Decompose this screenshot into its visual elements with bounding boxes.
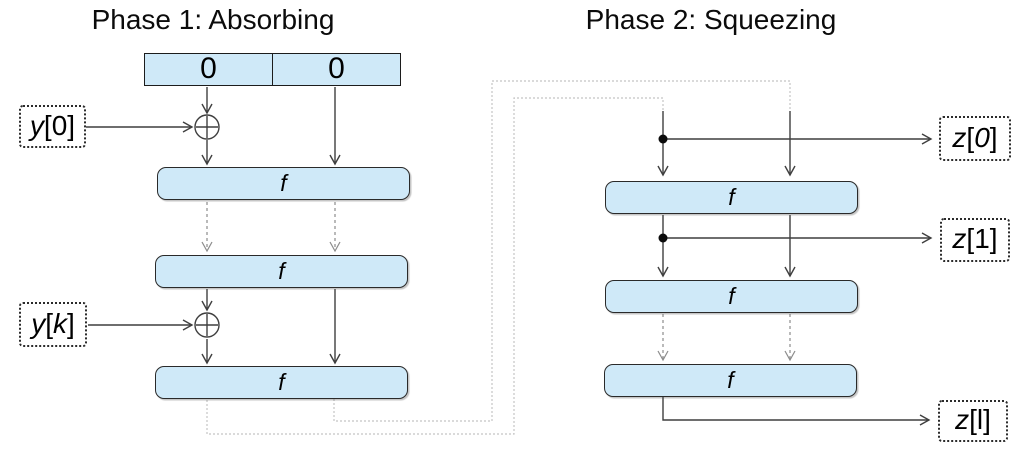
absorb-f-box-3: f <box>155 366 408 399</box>
squeeze-f-box-1: f <box>605 181 858 214</box>
absorb-f-box-2: f <box>155 255 408 288</box>
arrow-to-zl <box>662 397 931 426</box>
input-label-y0: y[0] <box>19 105 86 148</box>
label-segment: ] <box>67 307 75 339</box>
label-segment: y <box>29 109 44 141</box>
initial-state-box: 0 0 <box>144 51 401 86</box>
dashed-arrows <box>201 202 796 362</box>
phase1-title: Phase 1: Absorbing <box>91 4 335 35</box>
feedback-path-left <box>206 97 664 435</box>
solid-arrows <box>86 87 933 426</box>
label-segment: 0 <box>974 121 990 153</box>
absorb-f-box-1: f <box>157 167 410 200</box>
squeeze-f-box-3: f <box>604 364 857 397</box>
squeeze-f-box-2: f <box>605 280 858 313</box>
output-label-z1: z[1] <box>940 218 1010 262</box>
label-segment: ] <box>989 121 998 153</box>
label-segment: z <box>955 404 970 435</box>
xor-icon <box>194 114 220 140</box>
phase2-title: Phase 2: Squeezing <box>585 4 837 35</box>
output-label-z0: z[0] <box>939 116 1011 161</box>
label-segment: [ <box>966 121 975 153</box>
junction-dot <box>658 134 668 144</box>
label-segment: z <box>952 223 967 254</box>
label-segment: y <box>31 307 46 339</box>
label-segment: z <box>952 121 967 153</box>
label-segment: [0] <box>43 109 76 141</box>
label-segment: [ <box>45 307 53 339</box>
input-label-yk: y[k] <box>19 302 87 347</box>
feedback-paths <box>206 80 791 435</box>
junction-dot <box>658 233 668 243</box>
feedback-path-right <box>333 80 791 422</box>
output-label-zl: z[l] <box>938 400 1008 442</box>
label-segment: [l] <box>969 404 991 435</box>
xor-icon <box>194 312 220 338</box>
label-segment: k <box>53 307 67 339</box>
state-cell-rate: 0 <box>200 51 217 85</box>
label-segment: [1] <box>966 223 998 254</box>
state-cell-capacity: 0 <box>272 52 400 85</box>
